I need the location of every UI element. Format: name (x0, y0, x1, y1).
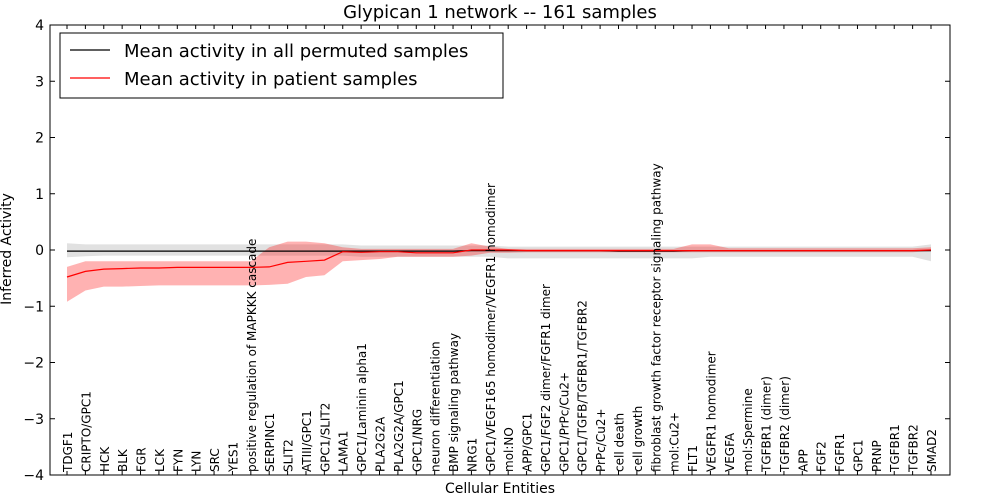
x-tick-label: NRG1 (465, 438, 479, 472)
x-tick-label: SRC (208, 448, 222, 472)
x-tick-label: mol:Cu2+ (668, 412, 682, 472)
legend-box (59, 32, 504, 99)
x-tick-label: GPC1/PrPc/Cu2+ (557, 372, 571, 472)
x-axis-label: Cellular Entities (445, 481, 555, 497)
y-tick-label: 2 (35, 131, 44, 147)
y-tick-label: 3 (35, 74, 44, 90)
x-tick-label: SLIT2 (282, 439, 296, 472)
x-tick-label: GPC1 (852, 439, 866, 472)
x-tick-label: APP/GPC1 (521, 413, 535, 472)
x-tick-label: VEGFR1 homodimer (704, 351, 718, 472)
x-tick-label: FLT1 (686, 445, 700, 472)
legend-label-permuted: Mean activity in all permuted samples (124, 41, 468, 62)
x-tick-label: GPC1/FGF2 dimer/FGFR1 dimer (539, 284, 553, 472)
x-tick-label: BLK (116, 448, 130, 472)
x-tick-label: TGFBR1 (888, 424, 902, 473)
x-tick-label: GPC1/TGFB/TGFBR1/TGFBR2 (576, 300, 590, 472)
x-tick-label: cell growth (631, 406, 645, 472)
x-tick-label: PRNP (870, 440, 884, 472)
x-tick-label: TGFBR2 (dimer) (778, 376, 792, 473)
x-tick-label: mol:NO (502, 427, 516, 472)
line-layer (66, 249, 932, 278)
x-tick-label: SERPINC1 (263, 413, 277, 472)
x-tick-label: SMAD2 (925, 429, 939, 472)
x-tick-label: ATIII/GPC1 (300, 410, 314, 472)
x-tick-label: LAMA1 (337, 431, 351, 472)
series-line-1 (66, 249, 932, 278)
x-tick-label: GPC1/SLIT2 (318, 403, 332, 472)
y-tick-label: −2 (23, 356, 44, 372)
x-tick-label: positive regulation of MAPKKK cascade (245, 239, 259, 472)
x-tick-label: PrPc/Cu2+ (594, 408, 608, 472)
band-layer (67, 241, 931, 302)
y-axis-label: Inferred Activity (0, 193, 15, 305)
x-tick-label: PLA2G2A (374, 416, 388, 472)
x-tick-label: GPC1/NRG (410, 409, 424, 472)
x-tick-label: FGR (135, 447, 149, 472)
x-tick-label: APP (796, 449, 810, 472)
x-tick-label: PLA2G2A/GPC1 (392, 380, 406, 472)
x-tick-label: TGFBR1 (dimer) (760, 376, 774, 473)
x-tick-label: VEGFA (723, 432, 737, 472)
legend: Mean activity in all permuted samples Me… (59, 32, 504, 99)
x-tick-label: TGFBR2 (907, 424, 921, 473)
y-tick-label: −4 (23, 468, 44, 484)
x-tick-label: FGF2 (815, 441, 829, 472)
x-tick-label: LCK (153, 448, 167, 472)
x-tick-label: CRIPTO/GPC1 (79, 391, 93, 472)
x-tick-label: BMP signaling pathway (447, 333, 461, 472)
plot-frame (49, 24, 951, 476)
x-tick-label: GPC1/Laminin alpha1 (355, 343, 369, 472)
series-band-1 (67, 241, 931, 302)
y-tick-label: 1 (35, 187, 44, 203)
x-tick-label: TDGF1 (61, 432, 75, 473)
x-tick-label: cell death (613, 413, 627, 472)
x-tick-label: GPC1/VEGF165 homodimer/VEGFR1 homodimer (484, 183, 498, 472)
y-tick-label: 0 (35, 243, 44, 259)
legend-label-patient: Mean activity in patient samples (124, 69, 418, 90)
x-tick-label: neuron differentiation (429, 341, 443, 472)
series-band-0 (67, 243, 931, 262)
tick-layer: −4 −3 −2 −1 0 1 2 3 4 (23, 18, 950, 484)
y-tick-label: 4 (35, 18, 44, 34)
y-tick-label: −1 (23, 299, 44, 315)
x-tick-label: LYN (190, 451, 204, 472)
x-tick-label: mol:Spermine (741, 388, 755, 472)
chart-title: Glypican 1 network -- 161 samples (343, 2, 657, 23)
x-tick-label: YES1 (226, 442, 240, 473)
x-tick-label: HCK (98, 446, 112, 472)
x-tick-label: FYN (171, 449, 185, 472)
y-tick-label: −3 (23, 412, 44, 428)
x-tick-label: fibroblast growth factor receptor signal… (649, 163, 663, 472)
x-tick-label: FGFR1 (833, 433, 847, 472)
